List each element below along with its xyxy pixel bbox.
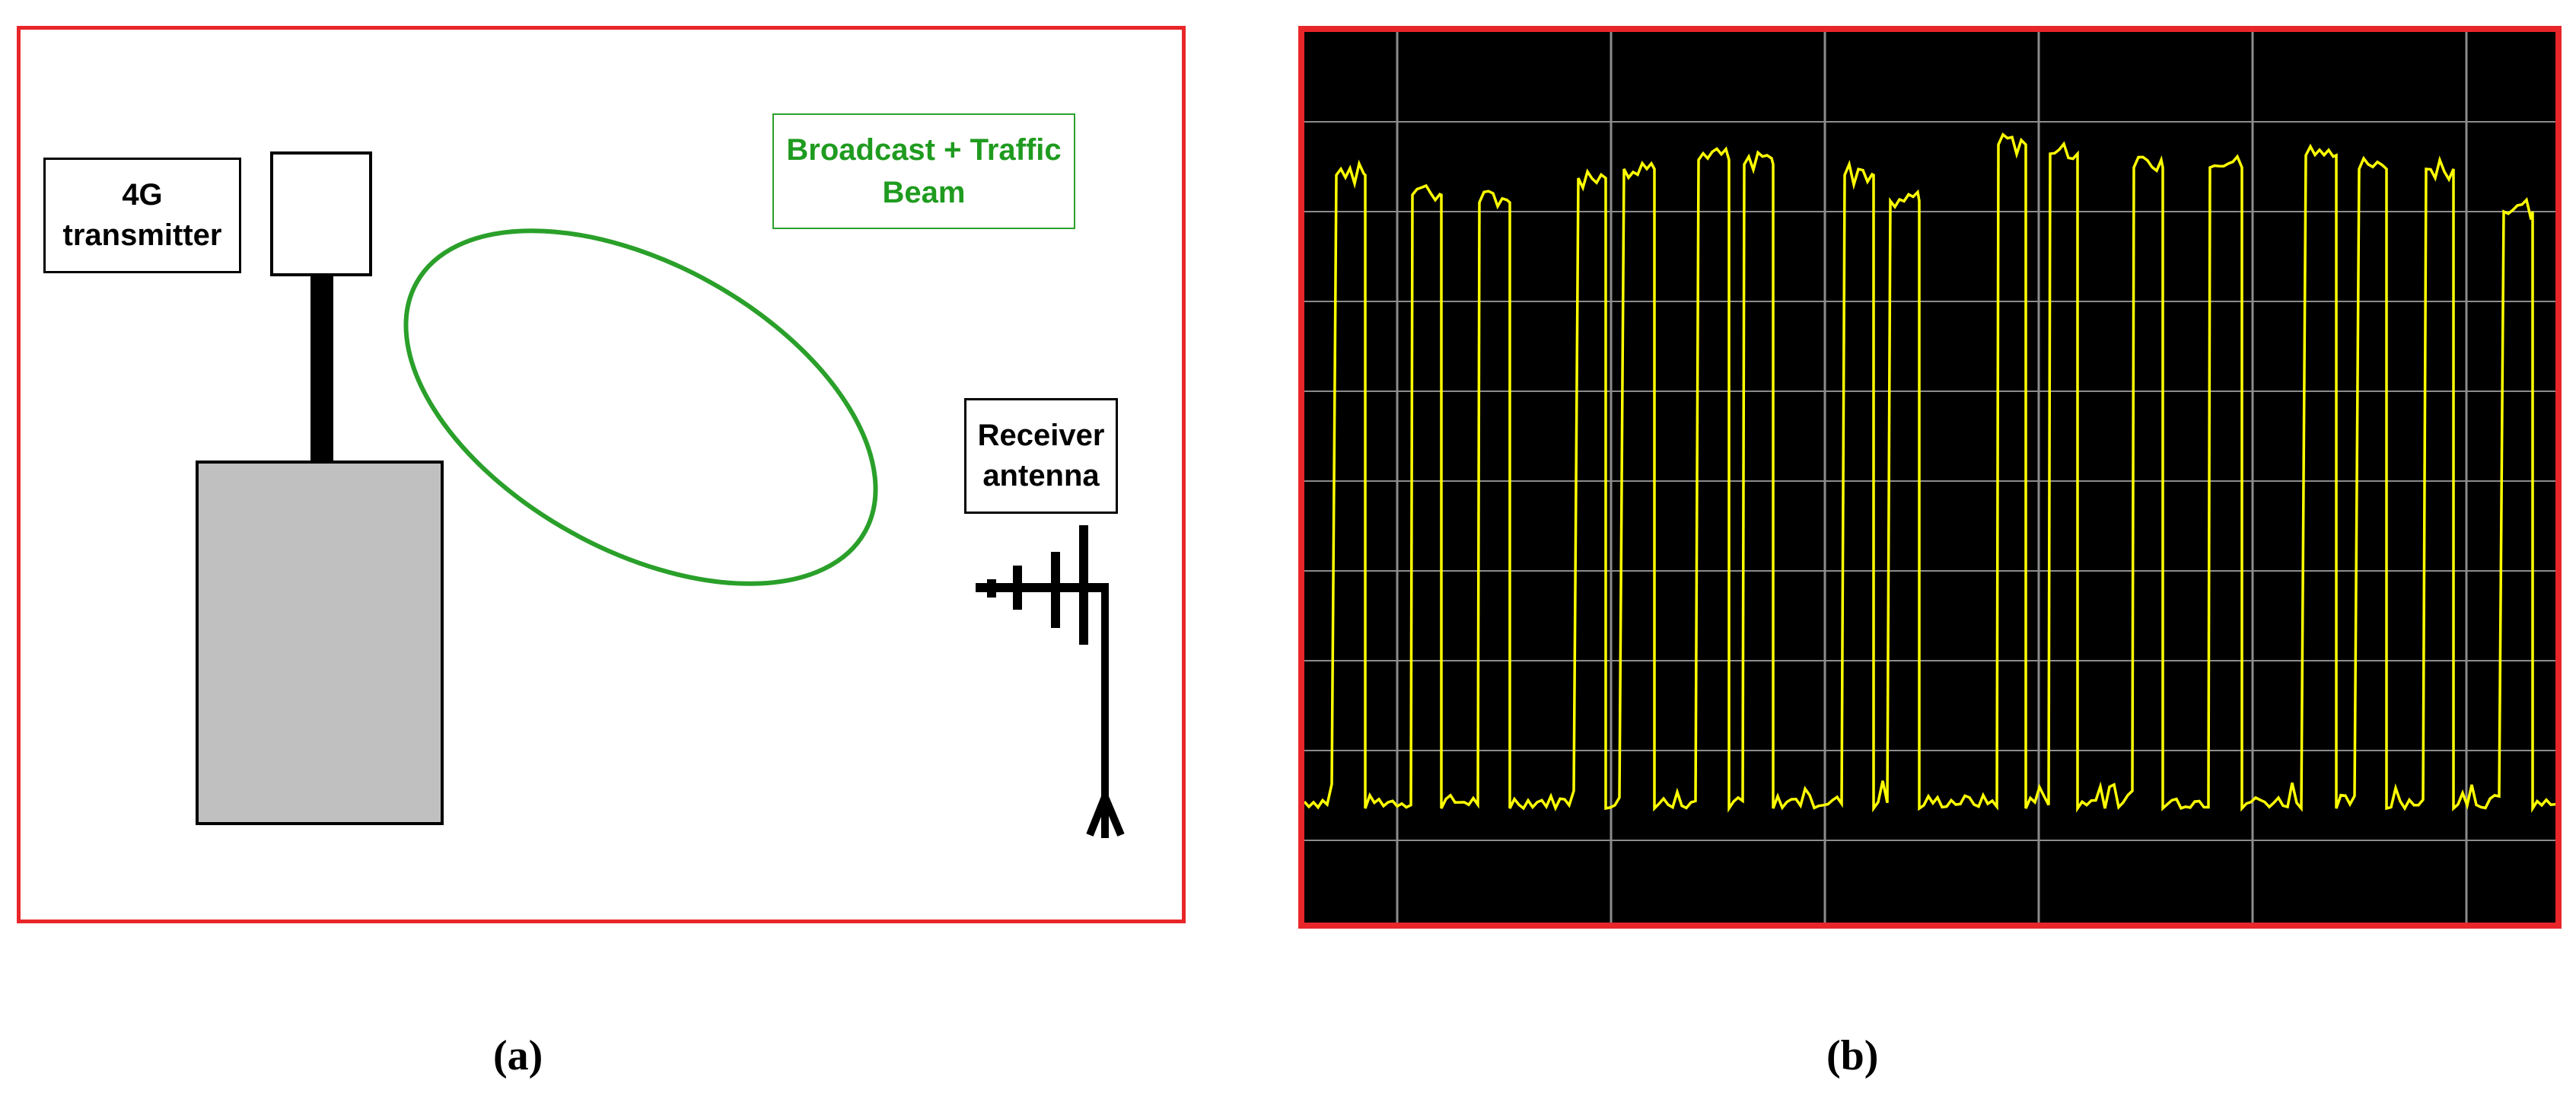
oscilloscope-screen xyxy=(1304,32,2555,923)
panel-a-schematic: 4G transmitter Broadcast + Traffic Beam … xyxy=(17,26,1186,923)
transmitter-label-line2: transmitter xyxy=(62,218,222,252)
scope-grid xyxy=(1304,32,2555,923)
transmitter-label: 4G transmitter xyxy=(43,158,241,273)
beam-label-line2: Beam xyxy=(882,176,966,209)
caption-a: (a) xyxy=(493,1032,543,1079)
beam-ellipse xyxy=(403,228,878,586)
beam-label: Broadcast + Traffic Beam xyxy=(772,113,1075,229)
beam-label-line1: Broadcast + Traffic xyxy=(786,133,1062,167)
signal-trace xyxy=(1304,132,2555,813)
receiver-label-line2: antenna xyxy=(982,459,1100,492)
receiver-antenna-icon xyxy=(976,525,1125,838)
panel-b-oscilloscope xyxy=(1298,26,2562,929)
transmitter-mast xyxy=(310,275,333,462)
transmitter-base xyxy=(196,461,444,825)
schematic-drawing xyxy=(196,151,1125,838)
transmitter-label-line1: 4G xyxy=(122,178,163,212)
receiver-label: Receiver antenna xyxy=(964,398,1118,514)
receiver-label-line1: Receiver xyxy=(977,419,1105,453)
caption-b: (b) xyxy=(1826,1032,1879,1079)
transmitter-head xyxy=(270,151,372,276)
